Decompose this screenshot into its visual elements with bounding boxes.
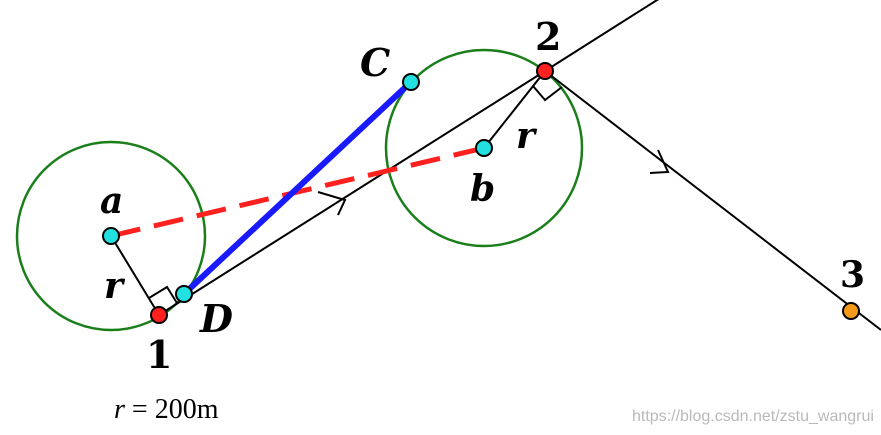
path-extension-beyond-2 <box>544 0 659 72</box>
label-r-left: r <box>104 265 126 307</box>
waypoint-2 <box>536 62 554 80</box>
waypoint-3 <box>842 302 860 320</box>
label-b: b <box>470 168 495 210</box>
label-d: D <box>199 296 233 341</box>
label-r-right: r <box>516 115 538 157</box>
label-c: C <box>360 40 390 85</box>
direction-arrow-1 <box>317 191 347 216</box>
tangent-segment-dc <box>181 79 414 297</box>
label-waypoint-2: 2 <box>535 14 561 59</box>
tangent-point-c <box>402 73 420 91</box>
turn-circle-right <box>384 48 584 248</box>
label-waypoint-3: 3 <box>840 254 865 296</box>
radius-line-right <box>483 70 546 149</box>
turn-circle-left <box>15 140 207 332</box>
direction-arrow-2 <box>649 149 670 174</box>
path-segment-2-3 <box>544 70 881 331</box>
watermark-text: https://blog.csdn.net/zstu_wangrui <box>632 408 874 425</box>
radius-caption-symbol: r <box>114 394 125 425</box>
label-a: a <box>100 180 123 222</box>
center-point-b <box>475 139 493 157</box>
path-segment-1-2 <box>158 70 546 316</box>
radius-line-left <box>110 235 160 316</box>
waypoint-1 <box>150 306 168 324</box>
right-angle-marker-left <box>148 285 178 304</box>
radius-caption-value: = 200m <box>125 394 219 425</box>
right-angle-marker-right <box>532 85 563 102</box>
label-waypoint-1: 1 <box>146 332 172 377</box>
radius-caption: r = 200m <box>114 394 219 425</box>
center-point-a <box>102 227 120 245</box>
tangent-point-d <box>175 285 193 303</box>
